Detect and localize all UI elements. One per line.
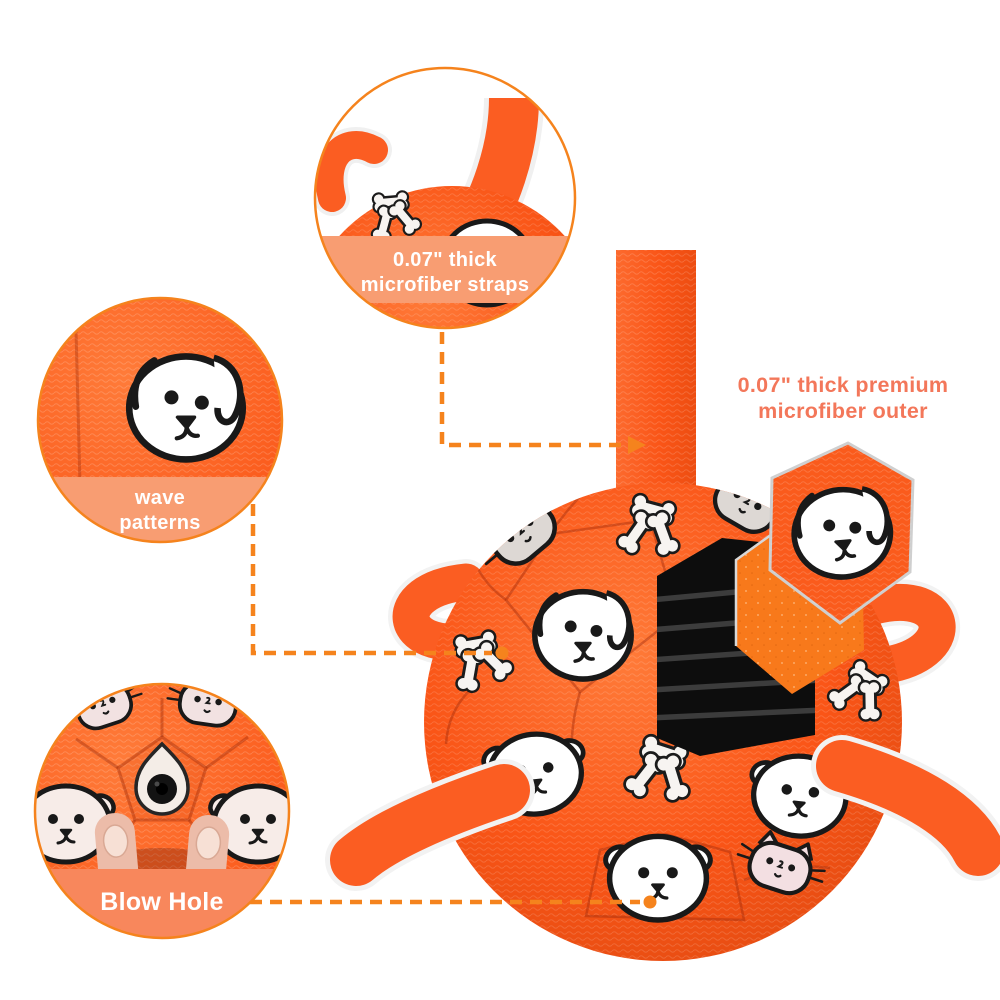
side-strap-upper-right (851, 579, 960, 689)
wave-label-line2: patterns (119, 512, 200, 534)
straps-label-line1: 0.07" thick (393, 249, 498, 271)
side-strap-lower-left (325, 759, 535, 891)
callout-lines (250, 332, 640, 905)
side-strap-lower-right (811, 735, 1000, 881)
strap-detail-left (315, 127, 392, 216)
blow-hole (134, 741, 190, 816)
dog-face-print (129, 356, 243, 459)
inset-border (313, 66, 577, 330)
callout-line-wave (250, 504, 492, 656)
straps-label-line2: microfiber straps (361, 274, 530, 296)
dog-face-print (535, 592, 631, 679)
callout-dot-wave (495, 646, 509, 660)
outer-label-line1: 0.07" thick premium (738, 373, 949, 397)
callout-arrow-straps (628, 436, 646, 454)
inset-border (36, 296, 284, 544)
wave-label-line1: wave (134, 487, 185, 509)
inset-border (33, 682, 291, 940)
blow-hole-label: Blow Hole (100, 888, 224, 916)
main-ball-group (325, 250, 1000, 961)
callout-line-straps (439, 332, 628, 448)
callout-dot-blowhole (643, 895, 657, 909)
caption-band-straps (315, 236, 575, 303)
hexagon-patch (768, 441, 915, 625)
inset-blow-hole: Blow Hole (33, 682, 291, 940)
top-strap (616, 250, 696, 495)
inset-straps-detail: 0.07" thick microfiber straps (313, 66, 577, 330)
outer-label-line2: microfiber outer (758, 399, 928, 423)
